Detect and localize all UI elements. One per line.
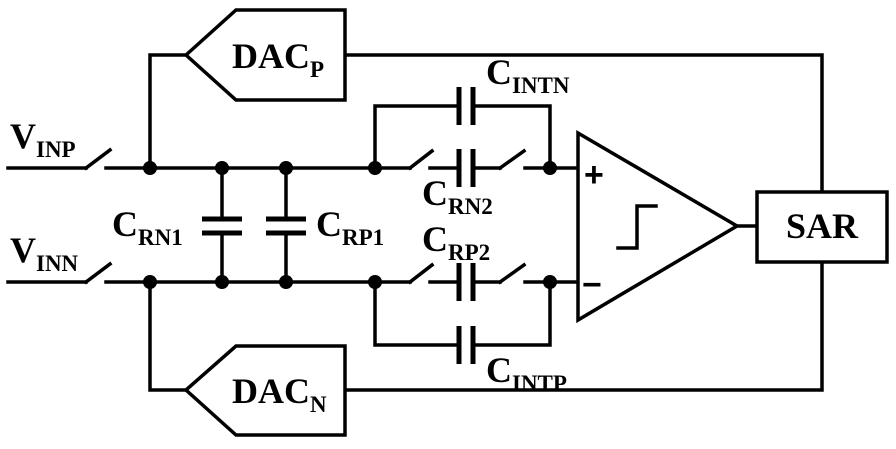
capacitor-cintn [456,87,476,125]
dac-n-block: DACN [183,344,347,437]
sar-label: SAR [786,206,859,246]
switch-vinp [83,147,113,171]
junction-dot [143,275,157,289]
wire-sar-to-dacp [343,53,824,194]
svg-text:VINN: VINN [10,230,79,276]
svg-text:CRN1: CRN1 [112,204,183,250]
junction-dot [215,161,229,175]
cintn-label: C [486,52,512,92]
crp2-label: C [422,219,448,259]
junction-dot [368,275,382,289]
junction-dot [543,161,557,175]
junction-dot [368,161,382,175]
vinp-subscript: INP [36,137,76,162]
switch-top-left [407,148,435,171]
wire-cintp-right [471,280,552,347]
wire-cintn-left [373,104,461,170]
junction-dot [143,161,157,175]
crn2-label: C [422,173,448,213]
crp2-subscript: RP2 [448,240,490,265]
dac-n-label: DAC [232,371,310,411]
capacitor-crn1 [202,216,242,236]
switch-crn2 [497,148,527,171]
vinp-label: V [10,116,36,156]
wire-cintn-right [471,104,552,170]
comparator-minus-sign: − [582,266,602,304]
junction-dot [543,275,557,289]
crp1-label: C [316,204,342,244]
dac-p-label: DAC [232,36,310,76]
capacitor-crn2 [456,149,476,187]
junction-dot [215,275,229,289]
junction-dot [279,161,293,175]
vinn-subscript: INN [36,251,79,276]
switches [83,147,527,285]
crp1-subscript: RP1 [342,225,384,250]
junction-dots [143,161,557,289]
svg-text:CRN2: CRN2 [422,173,493,219]
cintp-label: C [486,350,512,390]
svg-text:CRP1: CRP1 [316,204,384,250]
comparator-plus-sign: + [584,156,604,194]
hysteresis-icon [616,204,658,250]
crn2-subscript: RN2 [448,194,493,219]
wire-cintp-left [373,280,461,347]
switch-vinn [83,261,113,285]
dac-n-subscript: N [310,392,327,417]
svg-text:DACP: DACP [232,36,324,82]
svg-text:CINTN: CINTN [486,52,570,98]
wires [6,53,824,392]
crn1-subscript: RN1 [138,225,183,250]
wire-sar-to-dacn [343,260,824,392]
svg-text:DACN: DACN [232,371,327,417]
svg-text:VINP: VINP [10,116,76,162]
vinn-label: V [10,230,36,270]
capacitor-crp1 [266,216,306,236]
switch-crp2 [497,262,527,285]
capacitor-cintp [456,326,476,364]
switch-bottom-left [407,262,435,285]
junction-dot [279,275,293,289]
crn1-label: C [112,204,138,244]
comparator: + − [576,129,741,324]
sar-block: SAR [755,190,889,264]
capacitors [202,87,476,364]
wire-dacp-to-node [148,53,188,170]
cintp-subscript: INTP [512,371,567,396]
capacitor-crp2 [456,263,476,301]
dac-p-subscript: P [310,57,324,82]
svg-text:CINTP: CINTP [486,350,567,396]
svg-text:CRP2: CRP2 [422,219,490,265]
dac-p-block: DACP [183,8,347,102]
wire-dacn-to-node [148,280,188,392]
cintn-subscript: INTN [512,73,570,98]
